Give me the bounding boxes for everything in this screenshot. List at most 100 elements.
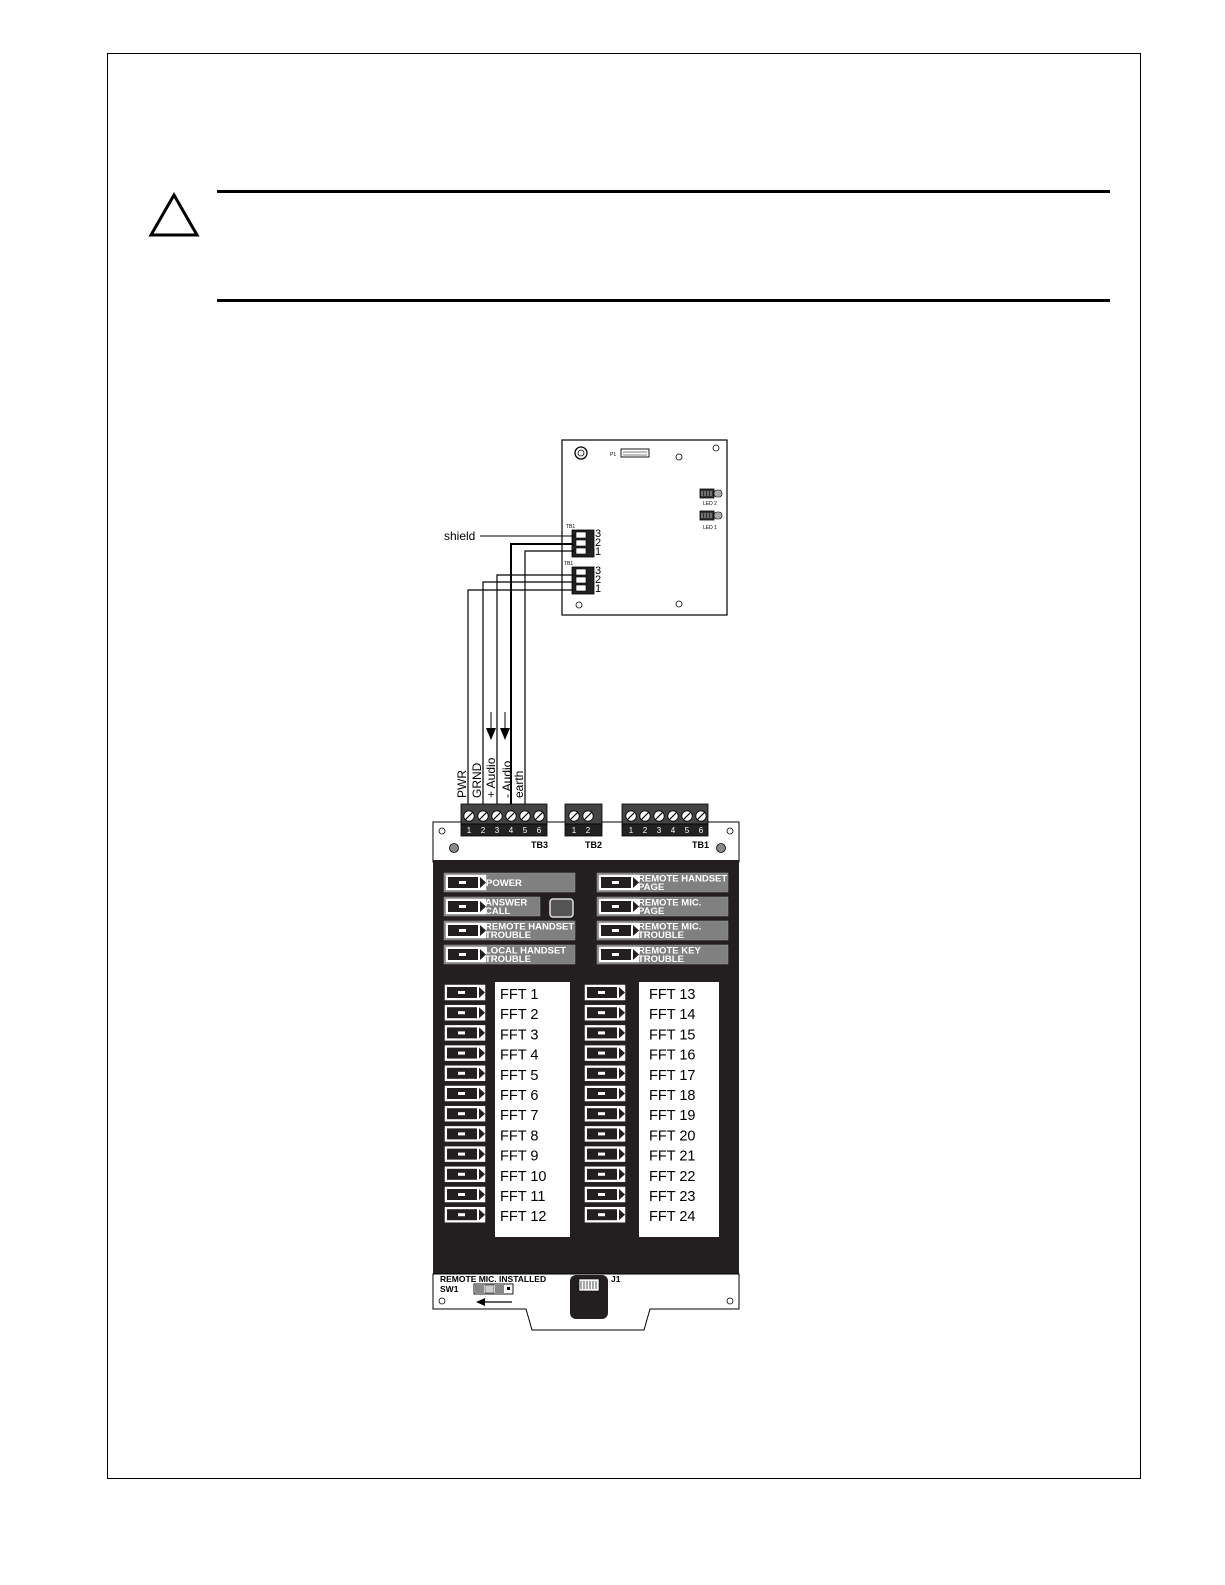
- right-indicator-label: REMOTE HANDSET: [638, 874, 727, 885]
- left-indicator-label: ANSWER: [485, 898, 527, 909]
- tb1-screw-icon: [681, 810, 693, 822]
- interface-board: P1 LED 2 LED 1 TB1 3 2 1 TB1: [561, 439, 728, 616]
- interface-tb1-pin: 3: [595, 528, 601, 540]
- answer-call-button[interactable]: [549, 898, 574, 918]
- interface-tb2-label: TB1: [564, 561, 573, 567]
- fft-row: FFT 1: [444, 984, 538, 1003]
- tb1-pin-label: 5: [685, 826, 690, 835]
- right-indicator-row: REMOTE MIC.PAGE: [596, 896, 729, 917]
- fft-label: FFT 14: [649, 1007, 695, 1023]
- tb2-pin-label: 1: [572, 826, 577, 835]
- fft-label: FFT 3: [500, 1027, 538, 1043]
- tb3-pin-label: 6: [537, 826, 542, 835]
- led-indicator-icon: [444, 984, 486, 1001]
- led-indicator-icon: [584, 1186, 626, 1203]
- tb1-pin-label: 3: [657, 826, 662, 835]
- mounting-hole-icon: [449, 843, 459, 853]
- right-indicator-label: TROUBLE: [638, 930, 684, 941]
- wire-label-plus-audio: + Audio: [484, 757, 498, 798]
- fft-row: FFT 14: [584, 1004, 695, 1023]
- led-2-label: LED 2: [703, 501, 717, 507]
- fft-label: FFT 6: [500, 1088, 538, 1104]
- j1-jack-icon[interactable]: [570, 1275, 608, 1319]
- wire-label-earth: earth: [512, 771, 526, 798]
- led-indicator-icon: [598, 874, 640, 891]
- tb3-screw-icon: [519, 810, 531, 822]
- led-indicator-icon: [445, 922, 487, 939]
- fft-label: FFT 8: [500, 1128, 538, 1144]
- led-indicator-icon: [444, 1085, 486, 1102]
- fft-label: FFT 20: [649, 1128, 695, 1144]
- right-indicator-label: PAGE: [638, 882, 664, 893]
- tb1-pin-label: 6: [699, 826, 704, 835]
- tb1-pin-label: 2: [643, 826, 648, 835]
- mounting-hole-icon: [574, 446, 588, 460]
- tb1-pin-label: 4: [671, 826, 676, 835]
- led-indicator-icon: [445, 898, 487, 915]
- fft-row: FFT 2: [444, 1004, 538, 1023]
- fft-label: FFT 12: [500, 1209, 546, 1225]
- mounting-hole-icon: [716, 843, 726, 853]
- right-indicator-label: REMOTE MIC.: [638, 898, 701, 909]
- led-indicator-icon: [444, 1206, 486, 1223]
- led-1-icon: [699, 510, 723, 521]
- left-indicator-label: TROUBLE: [485, 954, 531, 965]
- tb1-screw-icon: [653, 810, 665, 822]
- fft-row: FFT 19: [584, 1105, 695, 1124]
- fft-label: FFT 22: [649, 1169, 695, 1185]
- fft-label: FFT 11: [500, 1189, 545, 1205]
- led-1-label: LED 1: [703, 525, 717, 531]
- j1-label: J1: [611, 1274, 621, 1284]
- interface-tb2-pin: 1: [595, 583, 601, 595]
- tb3-pin-label: 5: [523, 826, 528, 835]
- led-indicator-icon: [598, 946, 640, 963]
- right-indicator-label: REMOTE MIC.: [638, 922, 701, 933]
- right-indicator-label: REMOTE KEY: [638, 946, 701, 957]
- led-2-icon: [699, 488, 723, 499]
- mounting-hole-icon: [438, 1297, 446, 1305]
- led-indicator-icon: [584, 1065, 626, 1082]
- fft-label: FFT 16: [649, 1048, 695, 1064]
- led-indicator-icon: [584, 1146, 626, 1162]
- tb2-screw-icon: [582, 810, 594, 822]
- sw1-dip-switch[interactable]: [473, 1283, 514, 1295]
- plus-audio-wire: [496, 574, 574, 806]
- tb3-screw-icon: [533, 810, 545, 822]
- led-indicator-icon: [444, 1025, 486, 1041]
- fft-label: FFT 21: [649, 1149, 695, 1165]
- fft-label: FFT 17: [649, 1068, 695, 1084]
- tb3-pin-label: 2: [481, 826, 486, 835]
- audio-arrow-icon: [500, 712, 510, 740]
- fft-label: FFT 4: [500, 1048, 538, 1064]
- led-indicator-icon: [584, 984, 626, 1001]
- led-indicator-icon: [584, 1105, 626, 1122]
- fft-row: FFT 22: [584, 1166, 695, 1185]
- mounting-hole-icon: [726, 827, 734, 835]
- shield-label: shield: [444, 529, 475, 543]
- fft-row: FFT 11: [444, 1186, 545, 1205]
- mounting-hole-icon: [712, 444, 720, 452]
- fft-row: FFT 13: [584, 984, 695, 1003]
- led-indicator-icon: [444, 1186, 486, 1203]
- p1-connector-icon: [620, 448, 650, 458]
- interface-tb1-label: TB1: [566, 524, 575, 530]
- fft-label: FFT 19: [649, 1108, 695, 1124]
- fft-label: FFT 5: [500, 1068, 538, 1084]
- fft-label: FFT 2: [500, 1007, 538, 1023]
- fft-window-right: [639, 982, 719, 1237]
- mounting-hole-icon: [675, 600, 683, 608]
- tb1-screw-icon: [625, 810, 637, 822]
- tb3-screw-icon: [477, 810, 489, 822]
- tb3-terminal-block: [460, 803, 548, 837]
- pwr-wire: [467, 589, 574, 806]
- left-indicator-label: LOCAL HANDSET: [485, 946, 566, 957]
- fft-row: FFT 5: [444, 1065, 538, 1084]
- led-indicator-icon: [584, 1206, 626, 1223]
- tb1-label: TB1: [692, 840, 709, 850]
- tb3-pin-label: 1: [467, 826, 472, 835]
- tb3-pin-label: 3: [495, 826, 500, 835]
- tb1-screw-icon: [667, 810, 679, 822]
